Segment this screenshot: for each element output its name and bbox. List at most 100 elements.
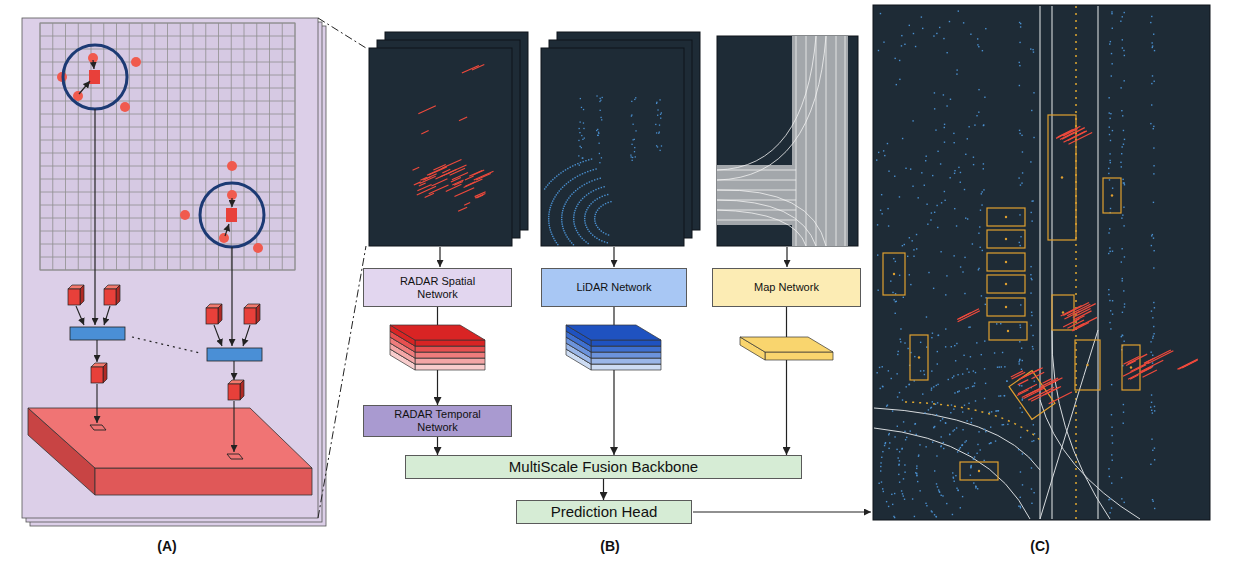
lidar-point	[882, 488, 883, 489]
lidar-point	[1152, 47, 1153, 48]
lidar-point	[927, 224, 928, 225]
lidar-point	[888, 506, 889, 507]
map-road	[717, 165, 797, 225]
lidar-point	[599, 229, 600, 230]
lidar-point	[549, 182, 550, 183]
detection-box	[987, 298, 1025, 316]
lidar-point	[599, 239, 600, 240]
lidar-point	[887, 404, 888, 405]
flow-arrow	[96, 384, 97, 423]
lidar-point	[587, 229, 588, 230]
lidar-point	[880, 466, 881, 467]
lidar-point	[552, 236, 553, 237]
grid-line	[180, 23, 181, 270]
lidar-point	[962, 411, 963, 412]
lidar-point	[916, 474, 917, 475]
lidar-point	[599, 162, 600, 163]
grid-line	[142, 23, 143, 270]
lidar-point	[890, 280, 891, 281]
lidar-point	[996, 323, 997, 324]
lidar-point	[958, 167, 959, 168]
lidar-point	[964, 257, 965, 258]
slab-cell	[90, 425, 106, 430]
lidar-point	[1122, 39, 1123, 40]
ellipsis-line	[132, 337, 200, 353]
lidar-point	[1020, 497, 1021, 498]
lidar-point	[1034, 380, 1035, 381]
radar-velocity	[1058, 130, 1073, 137]
lidar-point	[1032, 49, 1033, 50]
lidar-point	[1018, 177, 1019, 178]
lidar-point	[921, 16, 922, 17]
lidar-point	[902, 399, 903, 400]
lidar-point	[1021, 385, 1022, 386]
lidar-point	[1153, 165, 1154, 166]
lidar-point	[584, 220, 585, 221]
lidar-point	[552, 200, 553, 201]
input-frame	[717, 36, 858, 246]
lidar-point	[928, 409, 929, 410]
lidar-point	[604, 241, 605, 242]
lidar-point	[1123, 225, 1124, 226]
lidar-point	[598, 188, 599, 189]
grid-line	[40, 23, 295, 24]
lidar-point	[548, 223, 549, 224]
lidar-point	[876, 159, 877, 160]
lidar-point	[1109, 300, 1110, 301]
lidar-point	[943, 442, 944, 443]
flow-arrow	[243, 325, 250, 346]
lidar-point	[580, 98, 581, 99]
lane-curve	[717, 210, 806, 246]
feature-map-layer	[740, 337, 833, 352]
lidar-point	[1000, 323, 1001, 324]
lidar-point	[1033, 51, 1034, 52]
lidar-point	[554, 240, 555, 241]
radar-streak	[418, 106, 435, 114]
lidar-point	[1019, 62, 1020, 63]
lidar-point	[968, 372, 969, 373]
lidar-point	[607, 202, 608, 203]
lidar-point	[1030, 161, 1031, 162]
lidar-point	[945, 422, 946, 423]
lidar-point	[888, 170, 889, 171]
lidar-point	[1111, 435, 1112, 436]
lidar-point	[917, 197, 918, 198]
lidar-point	[1021, 347, 1022, 348]
lidar-point	[579, 202, 580, 203]
lidar-point	[573, 214, 574, 215]
lidar-point	[901, 490, 902, 491]
lidar-point	[1151, 235, 1152, 236]
lidar-point	[582, 157, 583, 158]
lidar-point	[949, 177, 950, 178]
lidar-point	[550, 181, 551, 182]
lidar-point	[1020, 304, 1021, 305]
lidar-point	[981, 193, 982, 194]
grid-line	[154, 23, 155, 270]
lidar-point	[1123, 182, 1124, 183]
lidar-point	[944, 127, 945, 128]
lidar-point	[1111, 384, 1112, 385]
lidar-point	[1112, 300, 1113, 301]
lidar-point	[951, 404, 952, 405]
lidar-point	[1111, 427, 1112, 428]
lidar-point	[1108, 232, 1109, 233]
lidar-point	[914, 356, 915, 357]
lidar-point	[983, 124, 984, 125]
radar-streak	[450, 165, 466, 172]
lidar-point	[916, 434, 917, 435]
lidar-point	[1152, 450, 1153, 451]
feature-cube	[240, 380, 244, 400]
lidar-point	[655, 124, 656, 125]
lidar-point	[635, 130, 636, 131]
lidar-point	[962, 444, 963, 445]
lidar-point	[887, 208, 888, 209]
lidar-point	[1121, 217, 1122, 218]
lidar-point	[937, 151, 938, 152]
center-line	[1075, 6, 1077, 519]
lidar-point	[883, 150, 884, 151]
feature-map-layer	[415, 364, 485, 370]
lidar-point	[585, 160, 586, 161]
lidar-point	[889, 442, 890, 443]
lidar-point	[892, 410, 893, 411]
lane-line	[796, 36, 797, 246]
